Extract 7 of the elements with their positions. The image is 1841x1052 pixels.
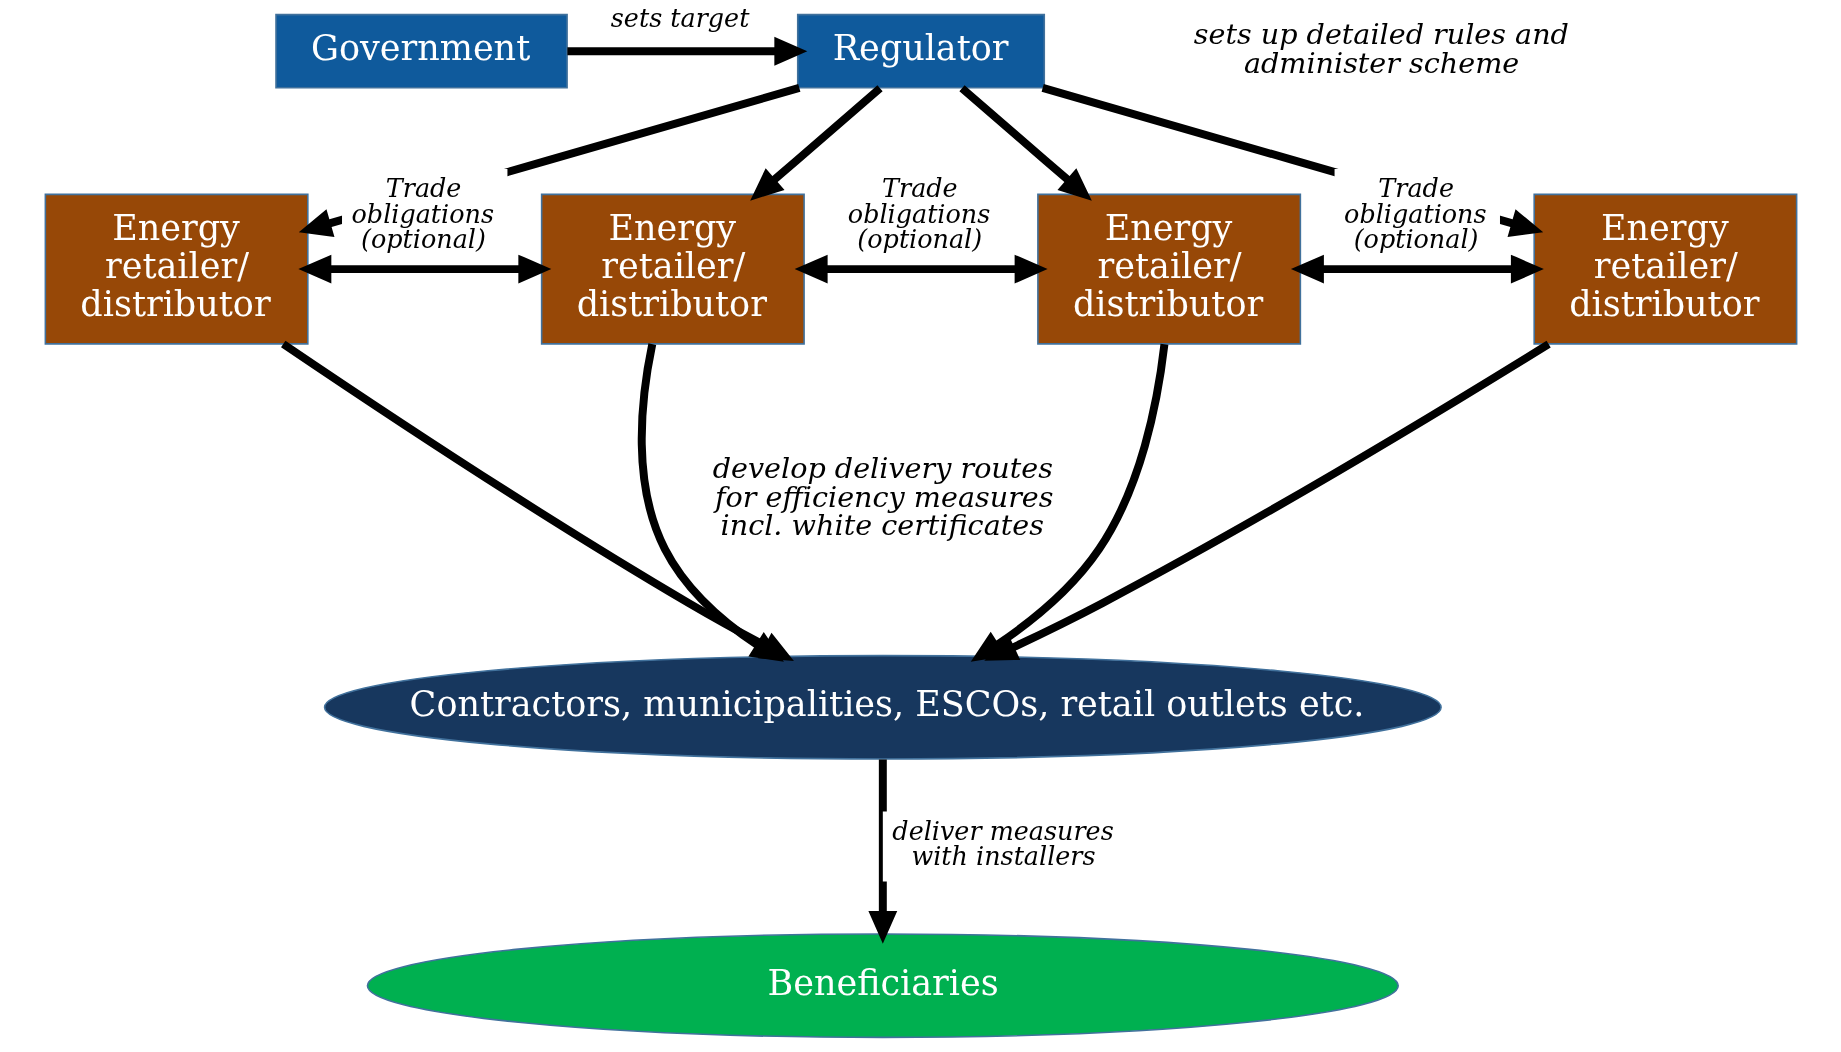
edge-label: sets target bbox=[610, 3, 749, 34]
label: sets up detailed rules and administer scheme bbox=[1193, 16, 1569, 80]
edge-label: deliver measures with installers bbox=[891, 815, 1114, 872]
edge-label: Trade obligations (optional) bbox=[1343, 173, 1487, 255]
edge-label: Trade obligations (optional) bbox=[351, 173, 494, 255]
edge-label: Trade obligations (optional) bbox=[847, 173, 990, 255]
label: develop delivery routes for efficiency measures incl. white certificates bbox=[712, 451, 1053, 543]
